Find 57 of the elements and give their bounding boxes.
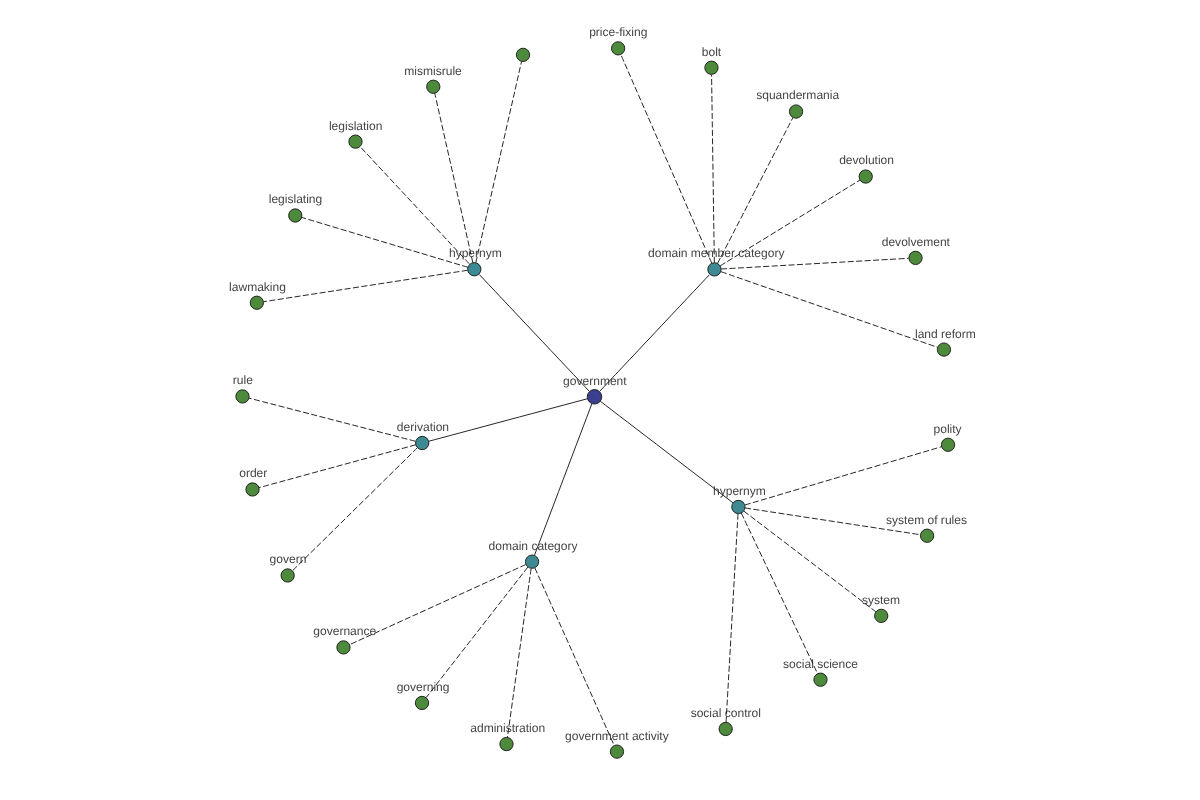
node-circle <box>335 640 350 655</box>
node-circle <box>857 169 872 184</box>
node-circle <box>717 721 732 737</box>
node-circle <box>413 695 429 711</box>
connector <box>619 54 712 264</box>
node-circle <box>425 79 440 94</box>
node-circle <box>244 482 259 497</box>
connector <box>474 60 522 264</box>
connector <box>724 513 738 723</box>
connector <box>505 568 531 738</box>
connector <box>291 447 417 571</box>
node-circle <box>907 250 922 266</box>
connector <box>424 566 528 699</box>
node-circle <box>812 672 827 687</box>
connector <box>598 400 733 504</box>
connector <box>716 117 793 264</box>
node-circle <box>234 389 249 404</box>
connector <box>427 398 587 442</box>
connector <box>718 179 860 267</box>
connector <box>710 74 714 264</box>
node-circle <box>347 134 362 149</box>
node-circle <box>730 499 745 515</box>
connector <box>348 564 526 646</box>
node-circle <box>514 47 530 62</box>
node-circle <box>248 295 263 310</box>
node-circle <box>939 437 955 452</box>
node-circle <box>414 435 429 451</box>
connector <box>433 92 473 264</box>
connector <box>257 444 416 489</box>
connector <box>533 403 592 556</box>
node-circle <box>523 554 539 569</box>
connector <box>477 274 589 392</box>
connector <box>533 567 614 746</box>
node-circle <box>287 208 302 223</box>
node-circle <box>918 528 934 543</box>
node-circle <box>873 608 888 623</box>
node-circle <box>706 262 721 277</box>
node-circle <box>703 60 718 75</box>
node-circle <box>787 104 803 119</box>
node-circle <box>466 262 481 277</box>
connector <box>300 216 468 268</box>
connector <box>743 507 920 536</box>
node-circle <box>610 41 625 56</box>
connector <box>358 146 469 265</box>
connector <box>262 269 468 303</box>
connector <box>742 510 876 613</box>
connector <box>719 271 937 348</box>
connector <box>739 512 817 674</box>
node-circle <box>498 736 513 752</box>
connector <box>247 397 415 442</box>
connector <box>743 446 942 506</box>
node-circle <box>935 342 951 357</box>
node-circle <box>279 568 294 583</box>
connector <box>598 274 709 392</box>
node-circle <box>608 744 624 759</box>
node-circle <box>585 389 602 405</box>
connector <box>719 257 909 270</box>
